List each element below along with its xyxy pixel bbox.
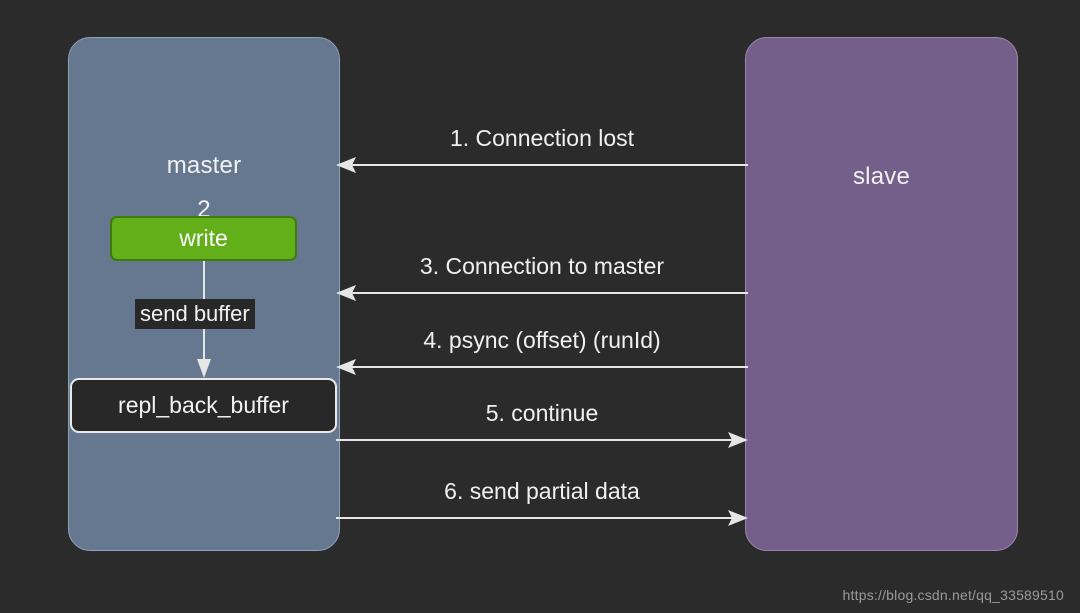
message-label: 4. psync (offset) (runId)	[423, 327, 661, 353]
message-arrow-left-icon	[336, 359, 748, 375]
message-label: 6. send partial data	[444, 478, 640, 504]
write-button[interactable]: write	[110, 216, 297, 261]
message-label: 1. Connection lost	[449, 125, 635, 151]
master-node-title: master	[166, 152, 242, 179]
message-arrow-left-icon	[336, 285, 748, 301]
message-arrow-right-icon	[336, 510, 748, 526]
send-buffer-label: send buffer	[135, 299, 255, 329]
message-arrow-left-icon	[336, 157, 748, 173]
message-arrow-right-icon	[336, 432, 748, 448]
repl-back-buffer-box[interactable]: repl_back_buffer	[70, 378, 337, 433]
message-label: 3. Connection to master	[419, 253, 665, 279]
slave-node-title: slave	[852, 163, 911, 190]
slave-node[interactable]: slave	[745, 37, 1018, 551]
watermark: https://blog.csdn.net/qq_33589510	[842, 587, 1064, 603]
message-label: 5. continue	[485, 400, 599, 426]
